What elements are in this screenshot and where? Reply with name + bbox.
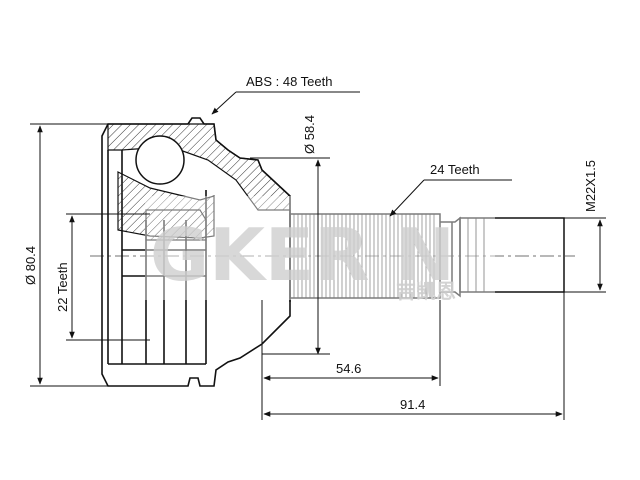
label-abs-teeth: ABS : 48 Teeth <box>246 74 333 89</box>
watermark-sub: 吉凯恩 <box>396 279 456 303</box>
label-spline-teeth: 24 Teeth <box>430 162 480 177</box>
watermark: GKER N 吉凯恩 <box>145 196 495 303</box>
dim-thread <box>564 217 606 293</box>
leader-spline-teeth <box>389 179 512 217</box>
label-thread: M22X1.5 <box>583 160 598 212</box>
label-outer-diameter: Ø 80.4 <box>23 246 38 285</box>
inner-race <box>145 209 207 241</box>
watermark-brand: GKER N <box>150 213 455 297</box>
label-inner-teeth: 22 Teeth <box>55 262 70 312</box>
dim-outer-diameter <box>30 123 108 387</box>
dim-inner-teeth <box>66 213 150 341</box>
ball <box>135 135 185 185</box>
label-length-short: 54.6 <box>336 361 361 376</box>
spline-shaft <box>289 213 441 299</box>
dim-housing-diameter <box>250 157 330 355</box>
label-length-total: 91.4 <box>400 397 425 412</box>
threaded-end <box>440 216 565 298</box>
dim-length-short <box>261 300 441 420</box>
leader-abs <box>211 91 360 115</box>
label-housing-diameter: Ø 58.4 <box>302 115 317 154</box>
dim-length-total <box>263 292 565 420</box>
